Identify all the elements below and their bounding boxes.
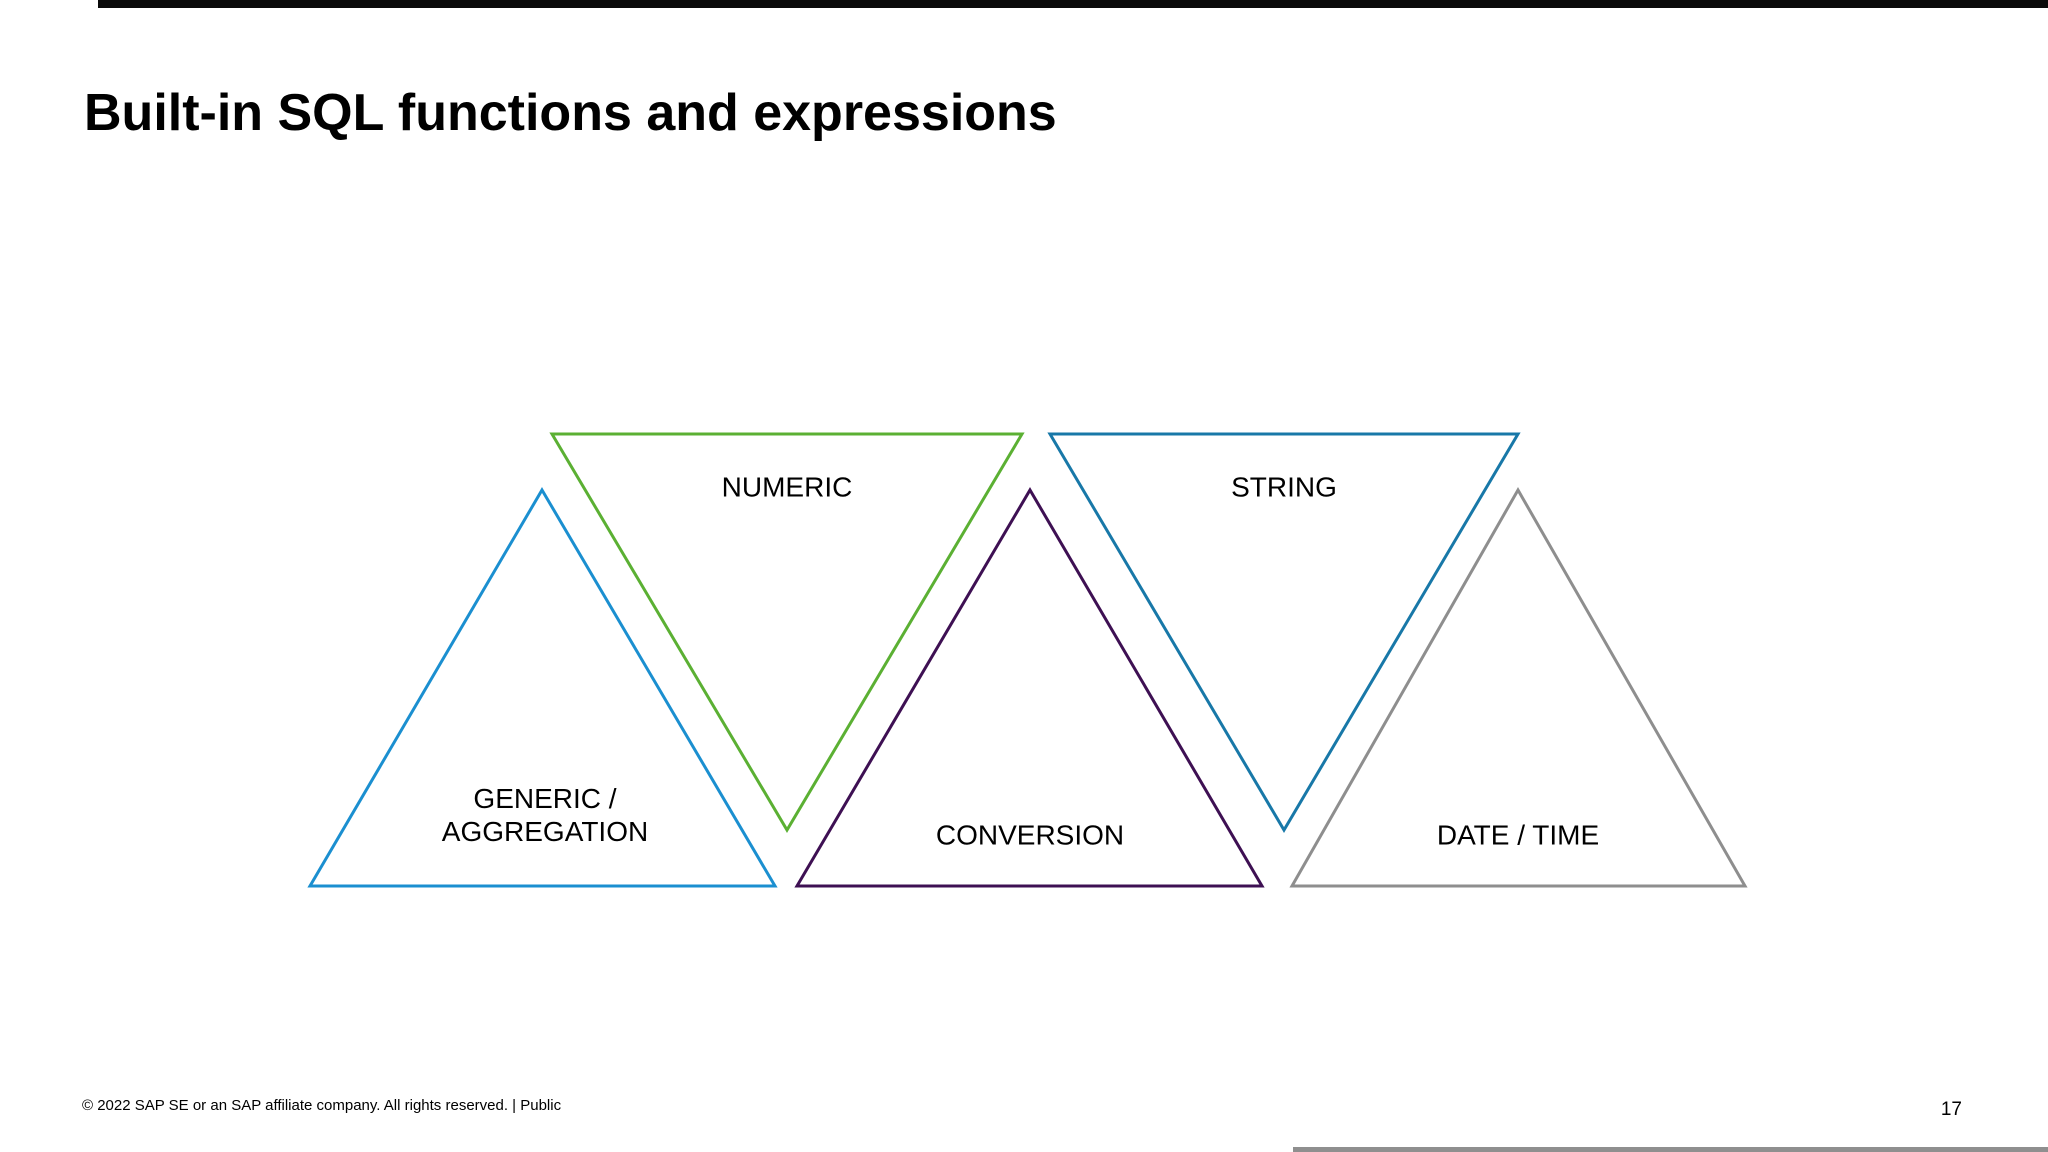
triangle-string bbox=[1047, 432, 1521, 833]
triangle-conversion bbox=[794, 487, 1265, 888]
slide-title: Built-in SQL functions and expressions bbox=[84, 84, 1057, 142]
label-string: STRING bbox=[1231, 471, 1337, 503]
page-number: 17 bbox=[1940, 1099, 1962, 1120]
triangle-generic-aggregation bbox=[307, 487, 778, 888]
top-edge-strip bbox=[98, 0, 2048, 8]
label-conversion: CONVERSION bbox=[935, 819, 1125, 851]
triangle-numeric bbox=[549, 432, 1025, 833]
label-numeric: NUMERIC bbox=[721, 471, 853, 503]
footer-copyright: © 2022 SAP SE or an SAP affiliate compan… bbox=[82, 1097, 562, 1114]
label-generic-aggregation: GENERIC / AGGREGATION bbox=[441, 783, 649, 847]
label-date-time: DATE / TIME bbox=[1436, 819, 1600, 851]
bottom-edge-strip bbox=[1293, 1147, 2048, 1152]
triangle-date-time bbox=[1289, 486, 1748, 888]
